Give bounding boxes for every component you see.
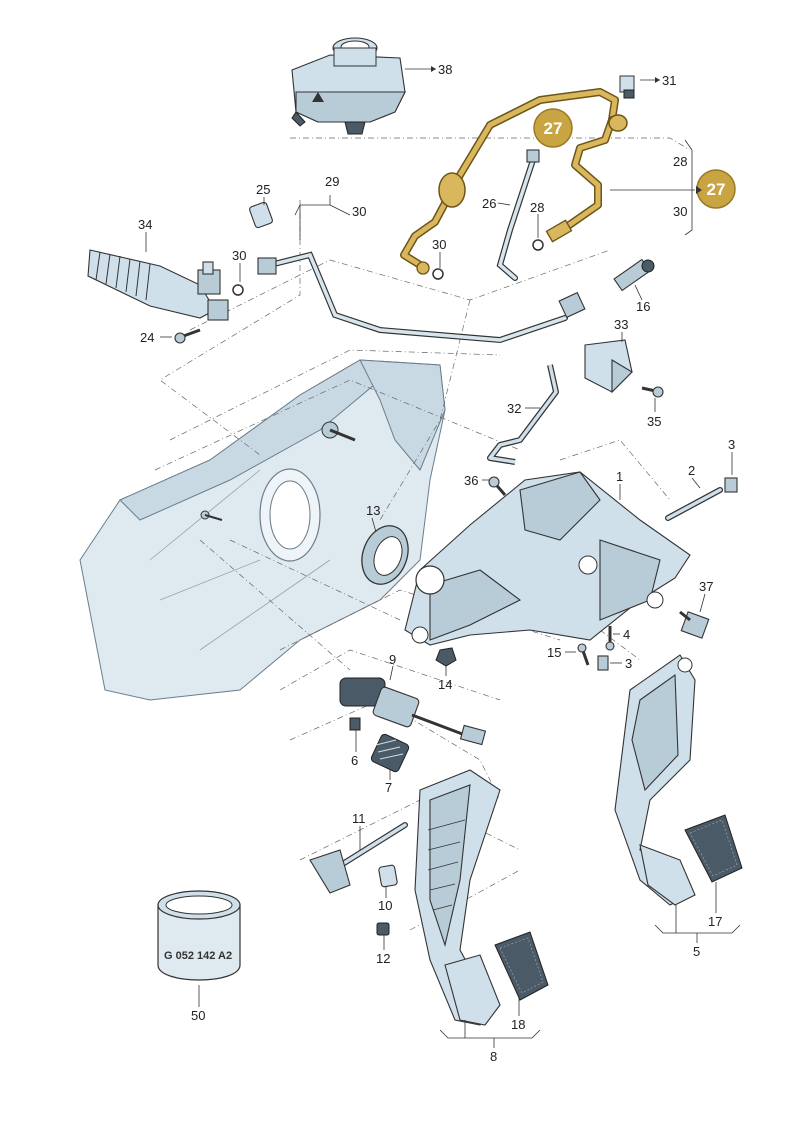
callout-24: 24 [140,330,154,345]
arrow-heads [431,66,702,194]
callout-37: 37 [699,579,713,594]
callout-5: 5 [693,944,700,959]
callout-7: 7 [385,780,392,795]
badge-27-right-text: 27 [707,180,726,199]
callout-28: 28 [530,200,544,215]
nut-37 [679,610,710,639]
clip-3-top [724,477,738,493]
callout-labels: 38 31 28 30 29 30 25 34 30 24 26 28 30 1… [138,62,735,1064]
screw-15 [577,643,590,666]
callout-30: 30 [673,204,687,219]
pedal-bracket-1 [404,471,691,646]
switch-9 [339,677,487,746]
slave-cylinder-34 [87,249,229,321]
grease-can-label: G 052 142 A2 [164,950,232,962]
bracket-33 [584,339,633,394]
brake-pedal-5 [614,654,696,906]
grommet-13 [361,525,409,585]
callout-3: 3 [625,656,632,671]
badge-27-top-text: 27 [544,119,563,138]
callout-30: 30 [232,248,246,263]
clip-3-bottom [597,655,609,671]
callout-12: 12 [376,951,390,966]
callout-14: 14 [438,677,452,692]
sleeve-25 [249,201,273,229]
bushing-10 [378,864,398,888]
callout-6: 6 [351,753,358,768]
callout-9: 9 [389,652,396,667]
callout-16: 16 [636,299,650,314]
leader-lines [145,68,741,1048]
pressure-line-29 [257,251,586,344]
callout-4: 4 [623,627,630,642]
callout-17: 17 [708,914,722,929]
callout-38: 38 [438,62,452,77]
callout-8: 8 [490,1049,497,1064]
callout-36: 36 [464,473,478,488]
callout-1: 1 [616,469,623,484]
callout-15: 15 [547,645,561,660]
callout-34: 34 [138,217,152,232]
callout-30: 30 [432,237,446,252]
screw-36 [488,476,507,496]
screw-35 [641,386,664,398]
seal-30-left [232,284,244,296]
badge-27-top: 27 [533,108,573,148]
callout-31: 31 [662,73,676,88]
callout-18: 18 [511,1017,525,1032]
callout-30: 30 [352,204,366,219]
callout-35: 35 [647,414,661,429]
sensor-16 [613,258,655,292]
seal-30-right [532,239,544,251]
clip-6 [349,717,361,731]
callout-32: 32 [507,401,521,416]
callout-28: 28 [673,154,687,169]
seal-30-mid [432,268,444,280]
brake-fluid-reservoir [291,37,406,135]
callout-13: 13 [366,503,380,518]
screw-4 [605,626,615,651]
pedal-pad-18 [494,931,549,1001]
highlighted-clutch-line-27 [400,88,628,275]
nut-14 [435,647,457,667]
bushing-12 [376,922,390,936]
callout-33: 33 [614,317,628,332]
callout-26: 26 [482,196,496,211]
callout-10: 10 [378,898,392,913]
callout-25: 25 [256,182,270,197]
pin-2 [665,487,723,521]
callout-2: 2 [688,463,695,478]
callout-50: 50 [191,1008,205,1023]
hose-26 [496,149,540,281]
shaft-11 [309,822,408,894]
bracket-32 [487,364,559,465]
bolt-24 [174,328,201,344]
pedal-pad-17 [684,814,743,883]
grease-can-50: G 052 142 A2 [157,890,241,981]
clip-31 [619,75,635,99]
callout-29: 29 [325,174,339,189]
callout-3: 3 [728,437,735,452]
clutch-pedal-8 [414,769,501,1026]
spring-7 [370,733,410,773]
firewall-panel [79,359,446,701]
callout-11: 11 [352,811,366,826]
badge-27-right: 27 [696,169,736,209]
